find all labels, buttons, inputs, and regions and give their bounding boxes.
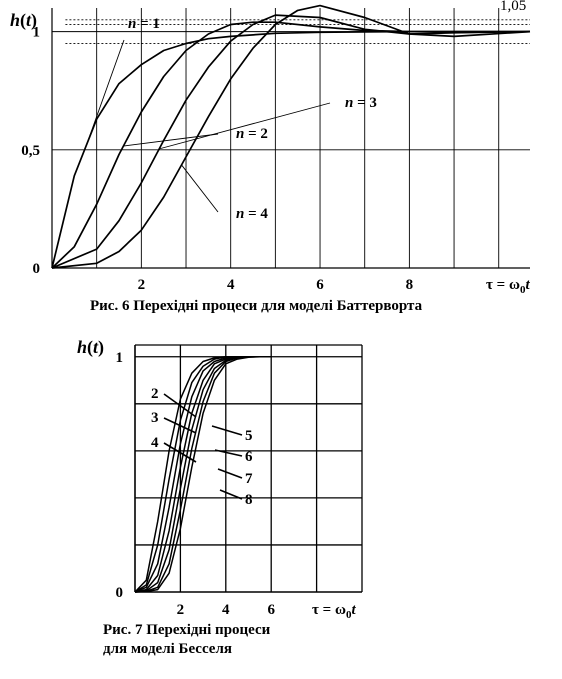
chart1-series-line [51, 14, 531, 269]
chart2-grid [135, 344, 363, 592]
chart2-axes [134, 345, 362, 593]
chart1-axes [51, 8, 530, 269]
figure-7-caption-line-2: для моделі Бесселя [103, 641, 232, 657]
chart1-reference-label: 1,05 [500, 0, 526, 14]
chart2-label-leader [163, 442, 197, 463]
chart1-label-leader [181, 164, 219, 213]
chart1-label-leader [86, 39, 125, 145]
chart2-label-leader [211, 425, 243, 436]
chart2-series [134, 356, 272, 593]
chart1-text: 2 4 6 8 0 0,5 1h(t) τ = ω0t 1,05 n = 1 n = 2 n = 3 n… [10, 0, 530, 296]
chart2-series-label: 3 [151, 410, 159, 426]
chart2-y-tick-label: 1 [116, 350, 124, 366]
chart2-series-line [134, 356, 260, 593]
chart1-x-tick-label: 2 [138, 277, 146, 293]
chart2-series-line [134, 356, 272, 593]
chart1-x-tick-label: 8 [406, 277, 414, 293]
chart2-label-leader [163, 417, 197, 434]
chart1-series-label: n = 1 [128, 16, 160, 32]
chart1-series [51, 4, 531, 269]
chart2-x-tick-label: 2 [177, 602, 185, 618]
chart2-label-leader [214, 449, 243, 457]
chart1-x-axis-label: τ = ω0t [486, 277, 530, 296]
figure-7-caption-line-1: Рис. 7 Перехідні процеси [103, 622, 271, 638]
chart1-series-label: n = 4 [236, 206, 268, 222]
chart2-y-tick-label: 0 [116, 585, 124, 601]
chart2-label-leader [217, 468, 243, 479]
chart1-label-leader [123, 133, 219, 147]
chart2-y-axis-label: h(t) [77, 337, 104, 358]
chart1-series-line [51, 21, 530, 269]
chart2-series-line [134, 356, 249, 593]
chart2-label-leaders [163, 393, 243, 500]
chart2-text: 2 4 6 0 1 h(t) τ = ω0t 2 3 4 5 6 7 8 [77, 337, 356, 621]
chart1-y-axis-label: h(t) [10, 10, 37, 31]
chart2-series-label: 7 [245, 471, 253, 487]
figure-6-caption: Рис. 6 Перехідні процеси для моделі Батт… [90, 298, 423, 314]
chart1-label-leader [159, 102, 331, 150]
chart1-y-tick-label: 0 [33, 261, 41, 277]
butterworth-chart: 2 4 6 8 0 0,5 1h(t) τ = ω0t 1,05 n = 1 n = 2 n = 3 n… [10, 0, 531, 296]
chart1-series-line [51, 30, 530, 269]
chart1-x-tick-label: 6 [316, 277, 324, 293]
chart2-label-leader [219, 489, 243, 500]
chart2-series-label: 8 [245, 492, 253, 508]
chart2-series-label: 2 [151, 386, 159, 402]
chart1-y-tick-label: 0,5 [21, 143, 40, 159]
chart2-x-axis-label: τ = ω0t [312, 602, 356, 621]
chart2-x-tick-label: 6 [267, 602, 275, 618]
chart2-series-label: 6 [245, 449, 253, 465]
chart2-series-label: 4 [151, 435, 159, 451]
chart2-series-label: 5 [245, 428, 253, 444]
chart1-x-tick-label: 4 [227, 277, 235, 293]
chart1-y-tick-label: 1 [33, 25, 41, 41]
chart1-series-line [51, 4, 531, 269]
chart2-x-tick-label: 4 [222, 602, 230, 618]
chart1-label-leaders [86, 39, 331, 213]
chart1-series-label: n = 2 [236, 126, 268, 142]
figure-7-caption: Рис. 7 Перехідні процеси для моделі Бесс… [103, 621, 270, 659]
chart1-series-label: n = 3 [345, 95, 377, 111]
chart2-label-leader [163, 393, 197, 418]
